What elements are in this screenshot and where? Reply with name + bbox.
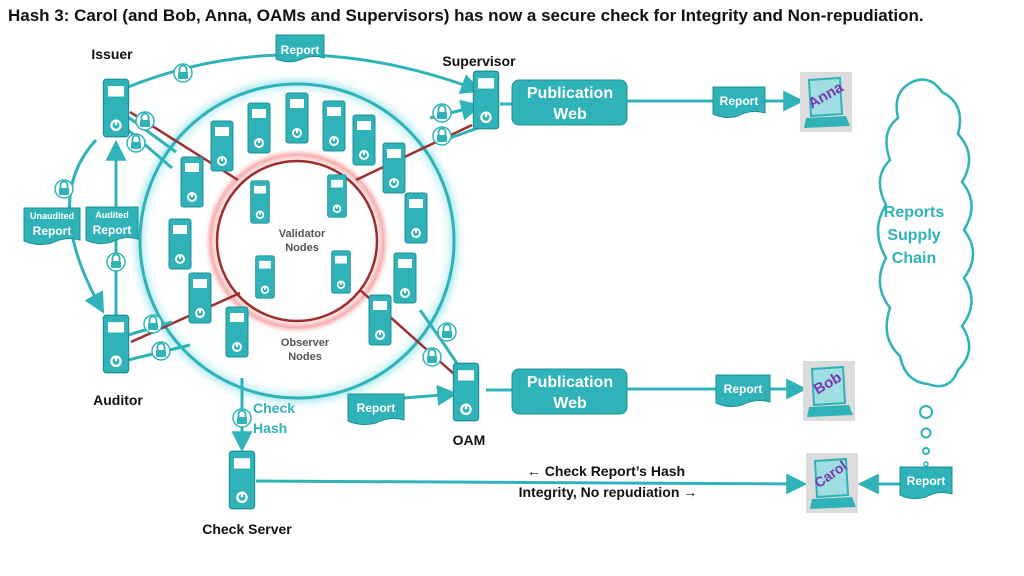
- server-icon-observer: [210, 120, 234, 172]
- laptop-icon-bob: Bob: [803, 361, 855, 421]
- server-icon-oam: [452, 362, 480, 422]
- server-icon-observer: [404, 192, 428, 244]
- oam-label: OAM: [453, 432, 486, 448]
- svg-text:Publication: Publication: [527, 374, 613, 391]
- validator-label-2: Nodes: [285, 242, 319, 254]
- padlock-icon: [54, 179, 74, 199]
- check-arrow-label-1: ← Check Report’s Hash: [527, 463, 685, 479]
- server-icon-observer: [285, 92, 309, 144]
- validator-label-1: Validator: [279, 228, 326, 240]
- svg-text:Report: Report: [281, 43, 320, 57]
- padlock-icon: [232, 408, 252, 428]
- report-doc-supervisor: Report: [712, 86, 766, 119]
- server-icon-observer: [225, 306, 249, 358]
- svg-text:Report: Report: [33, 224, 72, 238]
- padlock-icon: [432, 126, 452, 146]
- padlock-icon: [422, 347, 442, 367]
- server-icon-check-server: [228, 450, 256, 510]
- laptop-icon-carol: Carol: [806, 453, 858, 513]
- observer-label-1: Observer: [281, 337, 330, 349]
- publication-web-top: Publication Web: [511, 79, 628, 126]
- audited-report-doc: Audited Report: [85, 206, 139, 245]
- page-title: Hash 3: Carol (and Bob, Anna, OAMs and S…: [8, 6, 924, 25]
- publication-web-bottom: Publication Web: [511, 368, 628, 415]
- svg-text:Report: Report: [724, 382, 763, 396]
- issuer-label: Issuer: [91, 46, 133, 62]
- server-icon-observer: [382, 142, 406, 194]
- padlock-icon: [173, 63, 193, 83]
- laptop-icon-anna: Anna: [800, 72, 852, 132]
- report-doc-oam-in: Report: [347, 393, 405, 426]
- svg-text:Web: Web: [553, 106, 587, 123]
- padlock-icon: [143, 314, 163, 334]
- padlock-icon: [437, 322, 457, 342]
- server-icon-observer: [247, 102, 271, 154]
- svg-text:Report: Report: [357, 401, 396, 415]
- svg-text:Report: Report: [720, 94, 759, 108]
- svg-text:Report: Report: [907, 474, 946, 488]
- padlock-icons: [54, 63, 457, 428]
- svg-text:Chain: Chain: [892, 250, 936, 267]
- server-icon-observer: [188, 272, 212, 324]
- svg-text:Audited: Audited: [95, 210, 129, 220]
- report-doc-oam-out: Report: [715, 374, 771, 408]
- check-hash-label-2: Hash: [253, 420, 287, 436]
- server-icon-validator: [327, 174, 347, 218]
- padlock-icon: [432, 103, 452, 123]
- svg-text:Report: Report: [93, 223, 132, 237]
- check-arrow-label-2: Integrity, No repudiation →: [519, 484, 698, 500]
- server-icon-observer: [393, 252, 417, 304]
- padlock-icon: [135, 111, 155, 131]
- server-icons: [102, 70, 500, 510]
- server-icon-validator: [331, 250, 351, 294]
- server-icon-observer: [168, 218, 192, 270]
- server-icon-observer: [180, 156, 204, 208]
- report-doc-carol: Report: [899, 466, 953, 500]
- supply-chain-cloud: Reports Supply Chain: [876, 78, 975, 467]
- observer-label-2: Nodes: [288, 351, 322, 363]
- unaudited-report-doc: Unaudited Report: [23, 207, 81, 246]
- padlock-icon: [106, 252, 126, 272]
- svg-text:Supply: Supply: [887, 227, 940, 244]
- check-server-label: Check Server: [202, 521, 292, 537]
- server-icon-observer: [352, 114, 376, 166]
- server-icon-supervisor: [472, 70, 500, 130]
- server-icon-observer: [368, 294, 392, 346]
- padlock-icon: [126, 133, 146, 153]
- svg-text:Web: Web: [553, 395, 587, 412]
- check-hash-label-1: Check: [253, 400, 295, 416]
- svg-text:Publication: Publication: [527, 85, 613, 102]
- server-icon-auditor: [102, 314, 130, 374]
- server-icon-issuer: [102, 78, 130, 138]
- svg-text:Unaudited: Unaudited: [30, 211, 74, 221]
- report-doc-top: Report: [275, 34, 325, 63]
- server-icon-validator: [250, 180, 270, 224]
- supervisor-label: Supervisor: [442, 53, 516, 69]
- padlock-icon: [151, 341, 171, 361]
- server-icon-validator: [255, 255, 275, 299]
- server-icon-observer: [322, 100, 346, 152]
- svg-text:Reports: Reports: [884, 204, 945, 221]
- auditor-label: Auditor: [93, 392, 143, 408]
